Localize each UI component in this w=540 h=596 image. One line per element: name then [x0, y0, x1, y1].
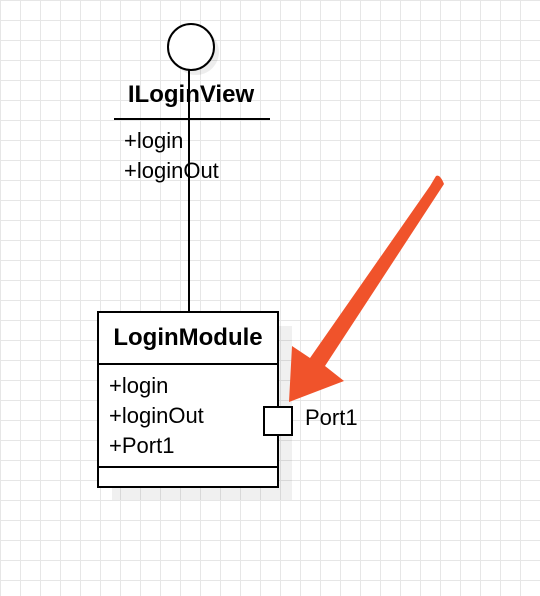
interface-operation[interactable]: +loginOut	[124, 158, 219, 183]
interface-lollipop-circle[interactable]	[167, 23, 215, 71]
module-operation[interactable]: +loginOut	[109, 403, 204, 428]
interface-divider	[114, 118, 270, 120]
interface-operation[interactable]: +login	[124, 128, 184, 153]
module-operations-compartment: +login +loginOut +Port1	[99, 365, 277, 468]
module-name[interactable]: LoginModule	[99, 313, 277, 365]
login-module-class[interactable]: LoginModule +login +loginOut +Port1	[97, 311, 279, 488]
port-label[interactable]: Port1	[305, 405, 358, 430]
module-operation[interactable]: +Port1	[109, 433, 175, 458]
interface-name[interactable]: ILoginView	[127, 81, 255, 108]
module-operation[interactable]: +login	[109, 373, 169, 398]
port-square[interactable]	[263, 406, 293, 436]
